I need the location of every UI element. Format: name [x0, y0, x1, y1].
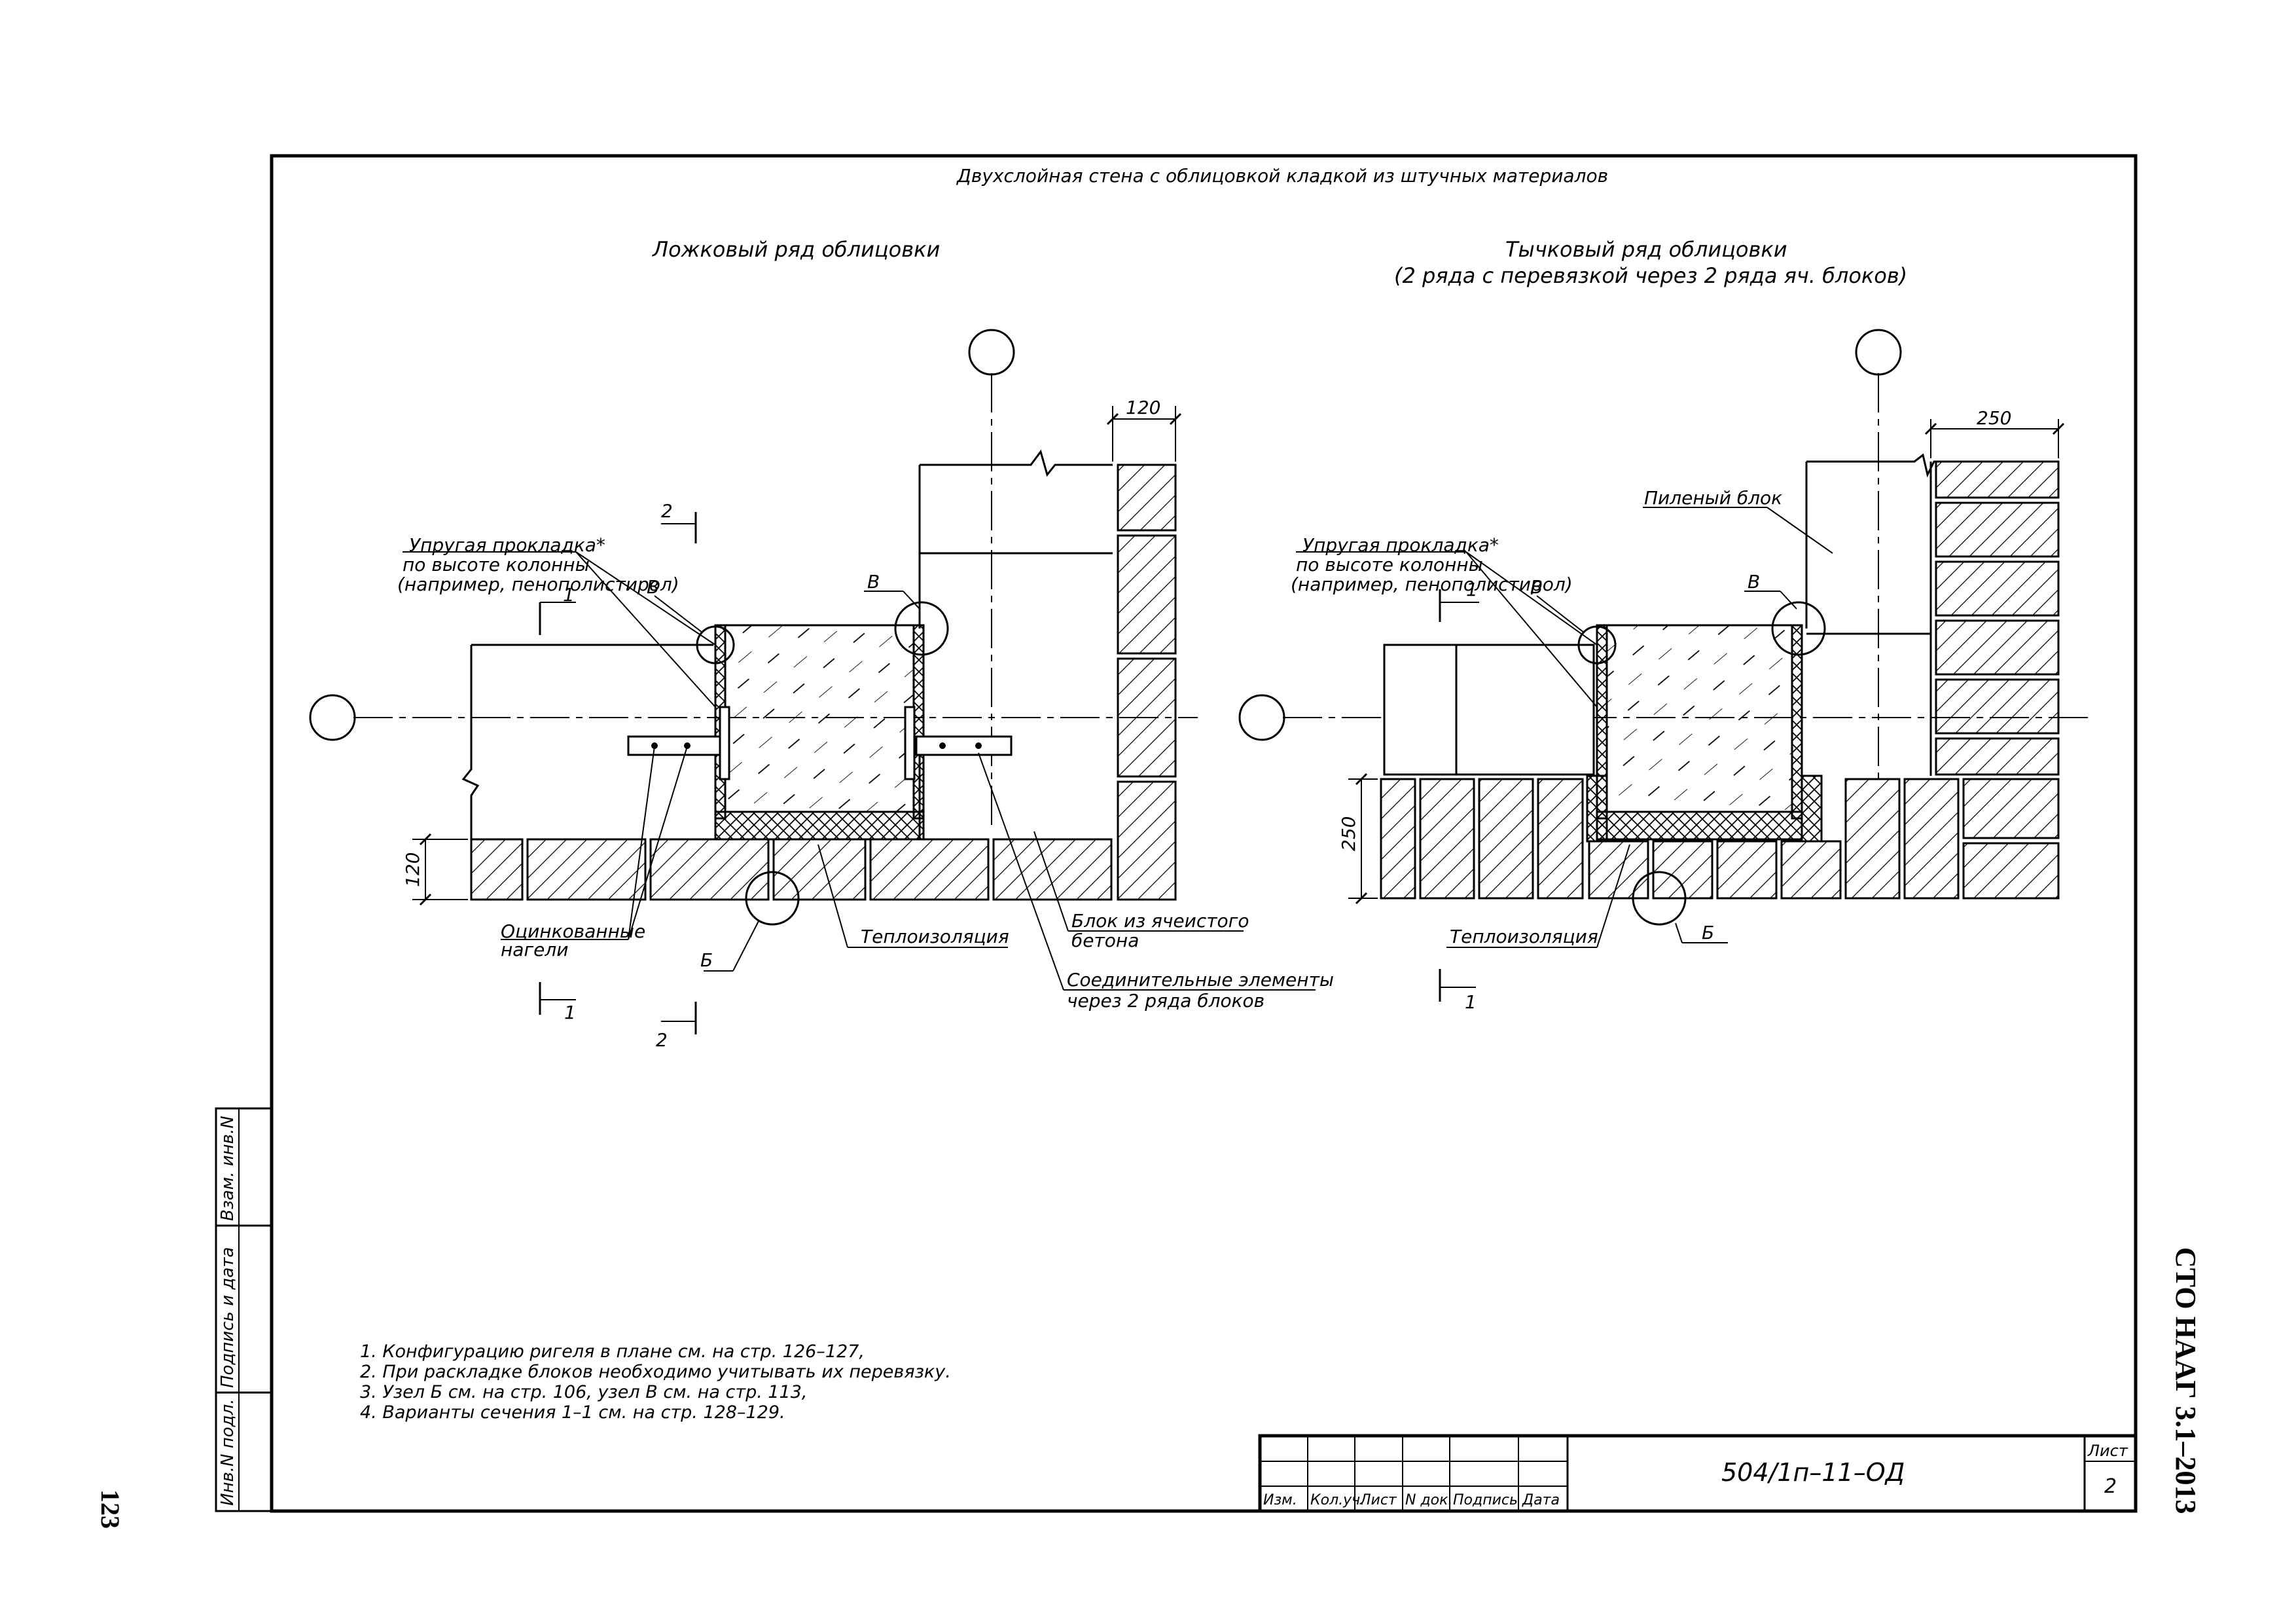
- left-dim-facing: 120: [1126, 397, 1160, 418]
- right-column: [1605, 624, 1793, 813]
- left-dim-side: 120: [402, 852, 423, 887]
- tb-col-koluch: Кол.уч.: [1310, 1492, 1365, 1508]
- left-node-b-label: Б: [700, 949, 713, 971]
- node-v2-left: [696, 625, 735, 665]
- right-view-title-2: (2 ряда с перевязкой через 2 ряда яч. бл…: [1394, 263, 1907, 288]
- right-insulation-label: Теплоизоляция: [1450, 926, 1598, 947]
- tb-doc-code: 504/1п–11–ОД: [1721, 1458, 1905, 1487]
- notes: 1. Конфигурацию ригеля в плане см. на ст…: [360, 1341, 951, 1423]
- note-4: 4. Варианты сечения 1–1 см. на стр. 128–…: [360, 1402, 785, 1423]
- left-pad-label-2: по высоте колонны: [403, 554, 590, 575]
- tb-col-data: Дата: [1522, 1492, 1560, 1508]
- left-pad-label-3: (например, пенополистирол): [397, 574, 679, 595]
- left-node-v-label: В: [867, 571, 880, 593]
- side-stamp-signature-date: Подпись и дата: [218, 1247, 238, 1388]
- left-dowels-label-2: нагели: [501, 939, 569, 960]
- right-node-v2-label: В: [1530, 576, 1543, 598]
- sheet-frame: [270, 154, 2138, 1513]
- right-pad-label-1: Упругая прокладка*: [1302, 534, 1499, 556]
- left-column: [724, 624, 915, 813]
- left-view-title: Ложковый ряд облицовки: [652, 237, 940, 262]
- left-block-label-1: Блок из ячеистого: [1071, 910, 1249, 932]
- standard-code: СТО НААГ 3.1–2013: [2170, 1247, 2202, 1514]
- left-section-2-bottom: 2: [656, 1029, 668, 1051]
- left-section-1-top: 1: [563, 584, 575, 606]
- right-view-title-1: Тычковый ряд облицовки: [1505, 237, 1787, 262]
- right-view: Тычковый ряд облицовки (2 ряда с перевяз…: [1238, 237, 2088, 1013]
- note-3: 3. Узел Б см. на стр. 106, узел В см. на…: [360, 1382, 808, 1402]
- right-node-v-label: В: [1748, 571, 1760, 593]
- tb-sheet-label: Лист: [2087, 1442, 2128, 1460]
- sheet-title: Двухслойная стена с облицовкой кладкой и…: [956, 165, 1608, 187]
- note-2: 2. При раскладке блоков необходимо учиты…: [360, 1362, 951, 1382]
- left-connectors-label-2: через 2 ряда блоков: [1067, 990, 1265, 1012]
- node-v-left: [894, 601, 949, 656]
- left-dowels-label-1: Оцинкованные: [501, 921, 645, 942]
- tb-col-podpis: Подпись: [1453, 1492, 1518, 1508]
- right-node-b-label: Б: [1702, 922, 1714, 943]
- axis-marker-left-v: [968, 329, 1015, 376]
- right-section-1-top: 1: [1466, 579, 1478, 600]
- node-v2-right: [1577, 625, 1617, 665]
- side-stamp-inv-podl: Инв.N подл.: [218, 1398, 238, 1506]
- tb-col-ndok: N док.: [1405, 1492, 1452, 1508]
- page-number: 123: [96, 1489, 125, 1529]
- axis-marker-right-v: [1855, 329, 1902, 376]
- side-stamp-vzam-inv: Взам. инв.N: [218, 1116, 238, 1221]
- tb-col-izm: Изм.: [1263, 1492, 1297, 1508]
- node-b-right: [1632, 871, 1687, 926]
- left-view: Ложковый ряд облицовки: [309, 237, 1334, 1051]
- right-pad-label-2: по высоте колонны: [1296, 554, 1483, 575]
- left-section-2-top: 2: [661, 500, 673, 522]
- axis-marker-right-h: [1238, 694, 1285, 741]
- left-node-v2-label: В: [647, 576, 659, 598]
- note-1: 1. Конфигурацию ригеля в плане см. на ст…: [360, 1341, 865, 1362]
- right-pad-label-3: (например, пенополистирол): [1291, 574, 1573, 595]
- left-section-1-bottom: 1: [564, 1002, 576, 1023]
- tb-sheet-number: 2: [2104, 1475, 2117, 1498]
- left-insulation-label: Теплоизоляция: [861, 926, 1009, 947]
- right-dim-side: 250: [1338, 816, 1359, 851]
- right-dim-facing: 250: [1977, 407, 2011, 429]
- left-block-label-2: бетона: [1071, 930, 1139, 951]
- node-v-right: [1771, 601, 1826, 656]
- right-insulation: [1596, 811, 1803, 841]
- right-section-1-bottom: 1: [1465, 991, 1477, 1013]
- tb-col-list: Лист: [1359, 1492, 1397, 1508]
- axis-marker-left-h: [309, 694, 356, 741]
- left-insulation: [714, 811, 925, 841]
- title-block: Изм. Кол.уч. Лист N док. Подпись Дата 50…: [1258, 1434, 2138, 1513]
- node-b-left: [745, 871, 800, 926]
- left-connectors-label-1: Соединительные элементы: [1067, 969, 1334, 991]
- side-stamp: Инв.N подл. Подпись и дата Взам. инв.N: [215, 1107, 273, 1512]
- left-pad-label-1: Упругая прокладка*: [409, 534, 605, 556]
- right-sawn-block-label: Пиленый блок: [1644, 487, 1782, 509]
